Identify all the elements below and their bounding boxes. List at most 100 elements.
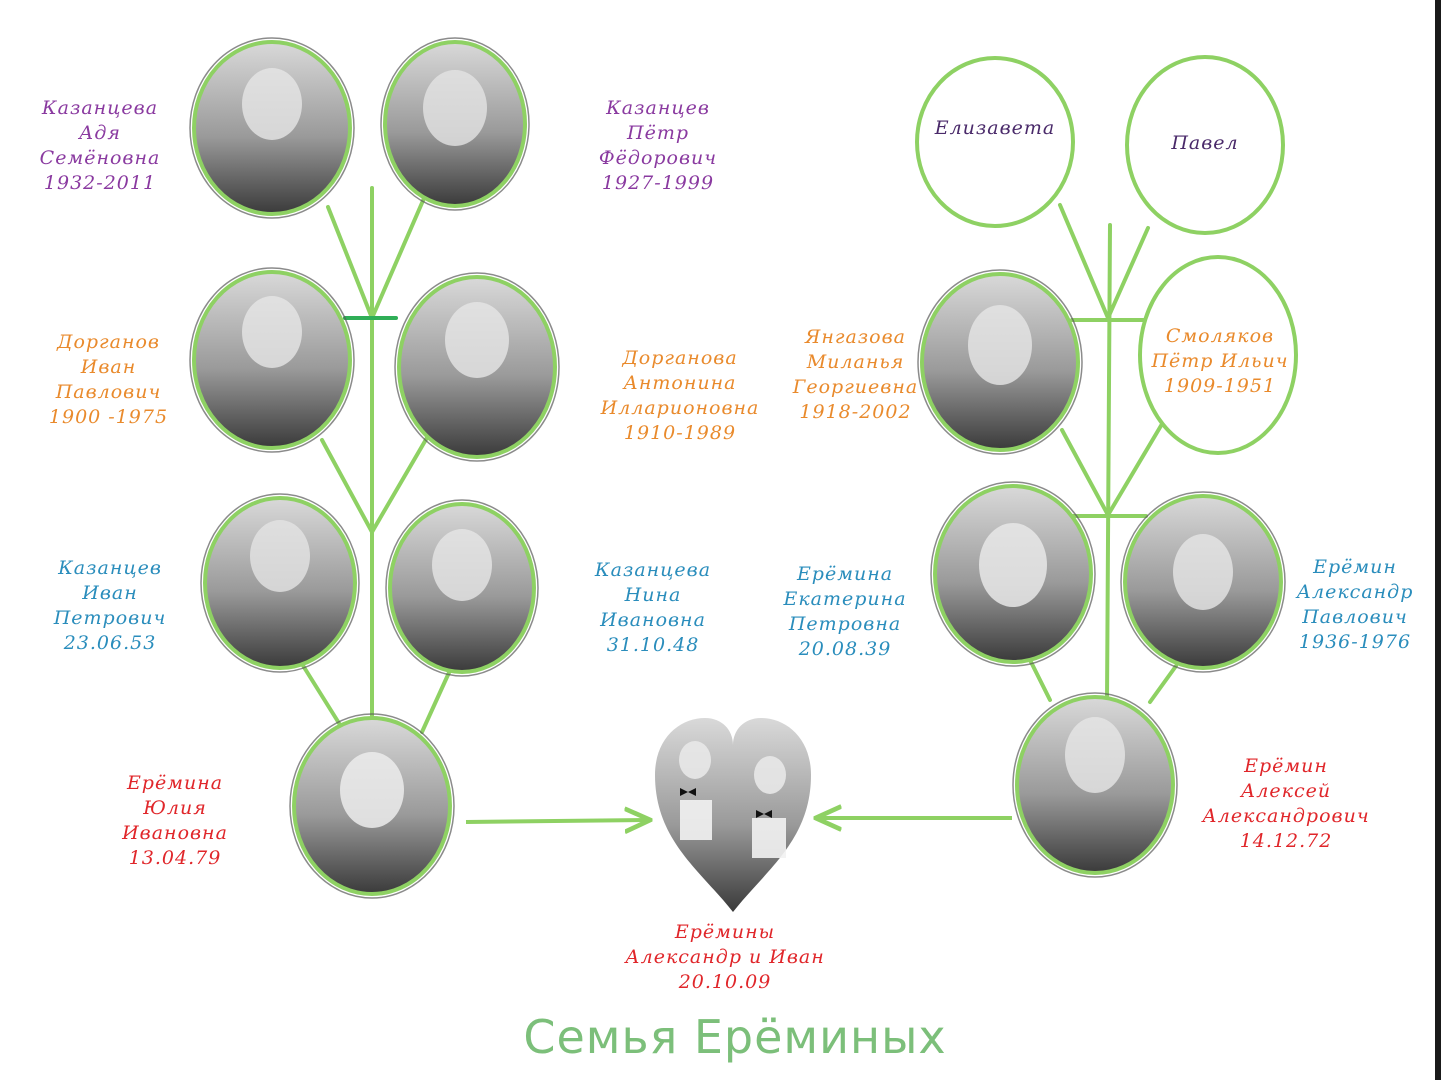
label-kazantsev-ivan: Казанцев Иван Петрович 23.06.53 [30,556,190,656]
label-line: Ерёмин [1244,755,1328,777]
label-line: Ерёмина [796,563,894,585]
photo-smolyakov-empty [1138,255,1298,455]
line-aleksandr-to-aleksey [1148,664,1178,704]
label-dorganova-antonina: Дорганова Антонина Илларионовна 1910-198… [585,346,775,446]
photo-kazantsev-petr [380,37,530,211]
label-pavel: Павел [1150,131,1260,156]
label-elizaveta: Елизавета [925,116,1065,141]
label-line: Александрович [1202,805,1370,827]
label-line: Ерёмины [674,921,776,943]
photo-eremina-yulia [289,713,455,899]
label-line: Янгазова [805,326,906,348]
label-line: Илларионовна [600,397,760,419]
label-line: 1900 -1975 [48,406,169,428]
label-line: Семёновна [39,147,161,169]
label-line: Павлович [55,381,162,403]
photo-dorganova-antonina [394,272,560,462]
label-line: 14.12.72 [1239,830,1333,852]
label-children: Ерёмины Александр и Иван 20.10.09 [605,920,845,995]
photo-kazantsev-ivan [200,493,360,673]
photo-eremina-ekaterina [930,481,1096,667]
label-line: 1910-1989 [623,422,737,444]
arrow-yulia-to-children [465,820,648,822]
label-line: Антонина [623,372,737,394]
label-line: 31.10.48 [606,634,700,656]
label-line: Алексей [1240,780,1332,802]
line-smolyakov-to-trunk [1106,422,1164,517]
label-line: 1932-2011 [43,172,157,194]
label-line: Казанцев [606,97,710,119]
label-line: Нина [624,584,682,606]
label-line: Иван [82,582,138,604]
label-line: Иван [80,356,137,378]
label-line: Дорганова [622,347,738,369]
label-line: Павлович [1302,606,1408,628]
label-smolyakov-petr: Смоляков Пётр Ильич 1909-1951 [1140,324,1300,399]
label-line: 1909-1951 [1163,375,1277,397]
photo-eremin-aleksandr [1120,491,1286,673]
heart-children-photo [655,718,811,912]
photo-yangazova-milanya [917,269,1083,455]
label-line: Елизавета [934,117,1056,139]
line-ekaterina-to-aleksey [1028,658,1052,702]
line-dorganov-to-trunk [320,438,374,534]
label-line: Екатерина [783,588,907,610]
label-line: 20.10.09 [678,971,772,993]
photo-kazantseva-nina [385,499,539,677]
line-ivan-to-yulia [300,662,344,730]
label-line: 1936-1976 [1298,631,1412,653]
label-kazantseva-nina: Казанцева Нина Ивановна 31.10.48 [578,558,728,658]
photo-kazantseva-adya [189,37,355,219]
label-eremina-yulia: Ерёмина Юлия Ивановна 13.04.79 [100,771,250,871]
left-tree-connectors [300,186,454,734]
label-line: Петровна [788,613,902,635]
photo-eremin-aleksey [1012,692,1178,878]
label-dorganov-ivan: Дорганов Иван Павлович 1900 -1975 [26,330,191,430]
label-line: Александр и Иван [625,946,825,968]
label-kazantsev-petr: Казанцев Пётр Фёдорович 1927-1999 [578,96,738,196]
label-line: 1918-2002 [799,401,912,423]
line-nina-to-yulia [420,664,454,734]
label-line: Адя [78,122,121,144]
label-line: Ерёмин [1313,556,1397,578]
label-line: Петрович [53,607,167,629]
photo-pavel-empty [1125,55,1285,235]
line-antonina-to-trunk [370,434,430,534]
label-line: Дорганов [57,331,160,353]
right-tree-connectors [1028,203,1178,704]
label-line: Пётр [627,122,689,144]
label-line: Павел [1171,132,1239,154]
label-line: Казанцева [594,559,712,581]
label-line: 20.08.39 [798,638,892,660]
label-line: Ерёмина [126,772,224,794]
line-pavel-to-trunk [1106,226,1150,320]
label-line: 1927-1999 [601,172,715,194]
label-kazantseva-adya: Казанцева Адя Семёновна 1932-2011 [20,96,180,196]
label-line: 23.06.53 [63,632,157,654]
photo-elizaveta-empty [915,56,1075,228]
line-adya-to-trunk [326,205,374,320]
label-line: Александр [1296,581,1414,603]
label-line: Ивановна [122,822,228,844]
label-line: Фёдорович [598,147,718,169]
label-yangazova-milanya: Янгазова Миланья Георгиевна 1918-2002 [778,325,933,425]
page-title: Семья Ерёминых [523,1010,947,1064]
label-line: Георгиевна [792,376,919,398]
label-line: 13.04.79 [128,847,222,869]
label-line: Ивановна [600,609,706,631]
label-eremin-aleksey: Ерёмин Алексей Александрович 14.12.72 [1186,754,1386,854]
label-eremin-aleksandr: Ерёмин Александр Павлович 1936-1976 [1280,555,1430,655]
label-eremina-ekaterina: Ерёмина Екатерина Петровна 20.08.39 [765,562,925,662]
label-line: Пётр Ильич [1151,350,1289,372]
line-elizaveta-to-trunk [1058,203,1110,320]
line-milanya-to-trunk [1060,428,1110,517]
label-line: Казанцев [58,557,162,579]
label-line: Миланья [806,351,905,373]
right-trunk-line [1105,223,1112,702]
label-line: Казанцева [41,97,159,119]
right-edge-border [1435,0,1441,1080]
photo-dorganov-ivan [189,267,355,453]
line-petr-to-trunk [370,194,427,320]
label-line: Юлия [143,797,207,819]
